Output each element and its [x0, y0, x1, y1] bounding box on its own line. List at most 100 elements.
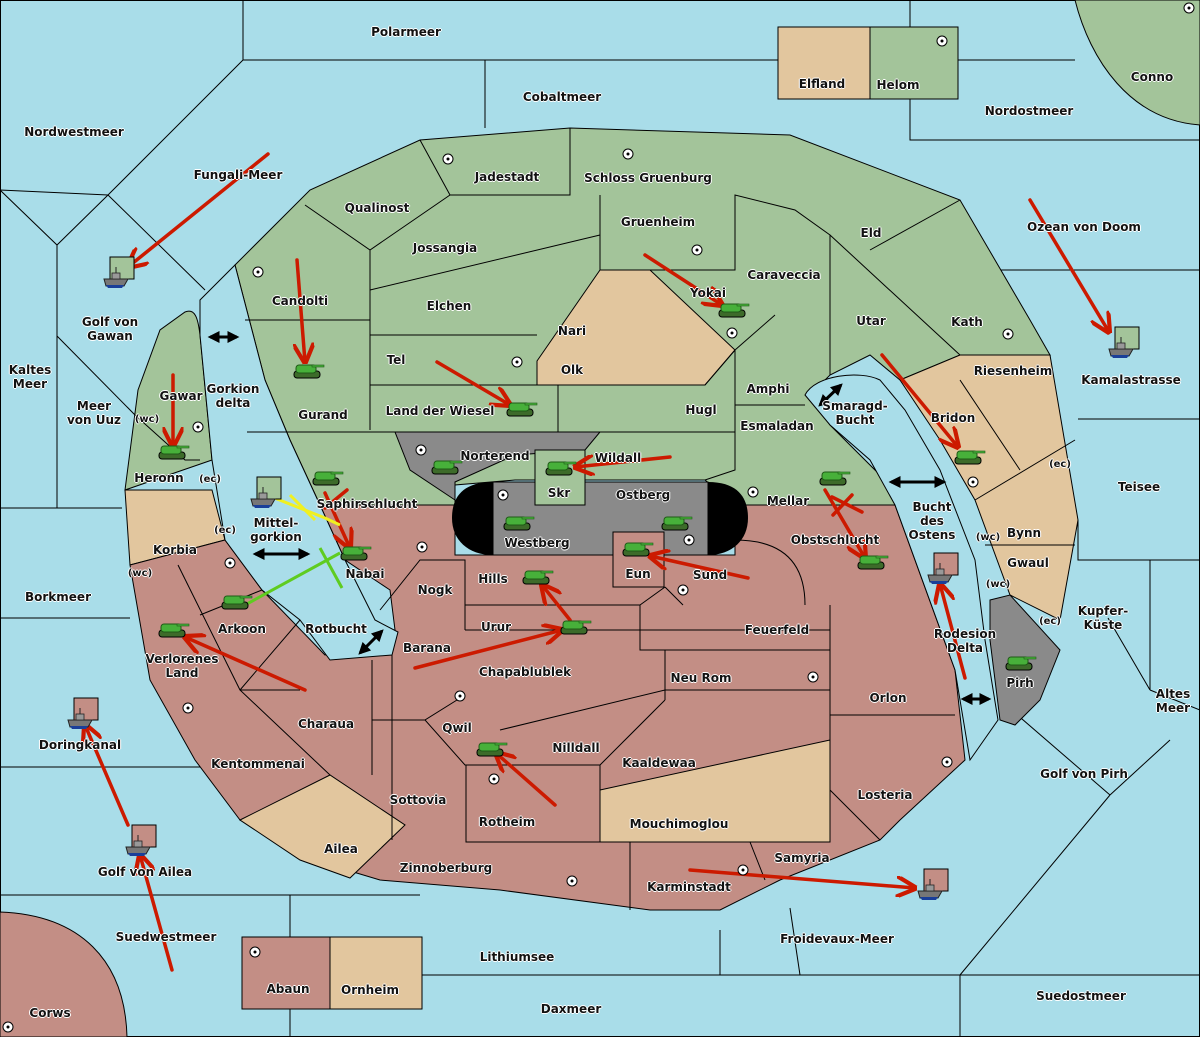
sea-inland-east[interactable] — [804, 374, 999, 762]
army-unit-icon[interactable] — [506, 402, 538, 417]
label-mittel-gorkion: Mittel-gorkion — [250, 516, 302, 544]
supply-center-icon — [182, 702, 194, 714]
supply-center-icon — [936, 35, 948, 47]
army-unit-icon[interactable] — [158, 623, 190, 638]
label-schloss-gruenburg: Schloss Gruenburg — [584, 171, 712, 185]
army-unit-icon[interactable] — [718, 303, 750, 318]
label-candolti: Candolti — [271, 294, 329, 308]
supply-center-icon — [415, 444, 427, 456]
label-westberg: Westberg — [504, 536, 570, 550]
coast-marker: (ec) — [199, 474, 221, 485]
army-unit-icon[interactable] — [340, 546, 372, 561]
supply-center-icon — [967, 476, 979, 488]
army-unit-icon[interactable] — [1005, 656, 1037, 671]
fleet-unit-icon[interactable] — [917, 868, 949, 901]
army-unit-icon[interactable] — [431, 460, 463, 475]
fleet-unit-icon[interactable] — [125, 824, 157, 857]
army-unit-icon[interactable] — [622, 542, 654, 557]
region-abaun[interactable] — [241, 936, 331, 1010]
army-unit-icon[interactable] — [312, 471, 344, 486]
label-bynn: Bynn — [1006, 526, 1042, 540]
region-norterend[interactable] — [394, 431, 602, 501]
region-ornheim[interactable] — [329, 936, 423, 1010]
fleet-unit-icon[interactable] — [250, 476, 282, 509]
label-kupfer-kueste: Kupfer-Küste — [1077, 604, 1129, 632]
label-yokai: Yokai — [689, 286, 727, 300]
label-lithiumsee: Lithiumsee — [479, 950, 555, 964]
fleet-unit-icon[interactable] — [103, 256, 135, 289]
supply-center-icon — [566, 875, 578, 887]
label-nabai: Nabai — [345, 567, 385, 581]
label-kaaldewaa: Kaaldewaa — [622, 756, 696, 770]
label-jossangia: Jossangia — [412, 241, 478, 255]
label-suedwestmeer: Suedwestmeer — [115, 930, 217, 944]
label-daxmeer: Daxmeer — [540, 1002, 602, 1016]
label-golf-von-ailea: Golf von Ailea — [97, 865, 193, 879]
supply-center-icon — [224, 557, 236, 569]
fleet-unit-icon[interactable] — [1108, 326, 1140, 359]
label-nilldall: Nilldall — [552, 741, 600, 755]
region-gawar-heronn[interactable] — [124, 310, 213, 491]
region-east-neutral[interactable] — [899, 354, 1079, 621]
army-unit-icon[interactable] — [158, 445, 190, 460]
label-neu-rom: Neu Rom — [670, 671, 732, 685]
supply-center-icon — [252, 266, 264, 278]
army-unit-icon[interactable] — [661, 516, 693, 531]
label-corws: Corws — [29, 1006, 71, 1020]
sea-inland-west[interactable] — [199, 264, 399, 661]
supply-center-icon — [622, 148, 634, 160]
label-froidevaux-meer: Froidevaux-Meer — [780, 932, 894, 946]
label-esmaladan: Esmaladan — [740, 419, 814, 433]
supply-center-icon — [737, 864, 749, 876]
supply-center-icon — [249, 946, 261, 958]
supply-center-icon — [2, 1021, 14, 1033]
label-zinnoberburg: Zinnoberburg — [399, 861, 493, 875]
label-olk: Olk — [560, 363, 584, 377]
label-barana: Barana — [403, 641, 451, 655]
coast-marker: (wc) — [127, 568, 153, 579]
label-ostberg: Ostberg — [615, 488, 671, 502]
label-utar: Utar — [856, 314, 886, 328]
label-conno: Conno — [1130, 70, 1174, 84]
fleet-unit-icon[interactable] — [67, 697, 99, 730]
supply-center-icon — [683, 534, 695, 546]
label-nordwestmeer: Nordwestmeer — [24, 125, 124, 139]
label-mouchimoglou: Mouchimoglou — [629, 817, 729, 831]
label-feuerfeld: Feuerfeld — [744, 623, 810, 637]
region-conno[interactable] — [1074, 0, 1200, 126]
army-unit-icon[interactable] — [221, 595, 253, 610]
label-arkoon: Arkoon — [218, 622, 266, 636]
label-sund: Sund — [692, 568, 728, 582]
label-cobaltmeer: Cobaltmeer — [522, 90, 602, 104]
army-unit-icon[interactable] — [293, 364, 325, 379]
region-ailea[interactable] — [239, 774, 406, 879]
label-suedostmeer: Suedostmeer — [1036, 989, 1126, 1003]
label-ornheim: Ornheim — [341, 983, 399, 997]
label-eun: Eun — [625, 567, 651, 581]
region-corws[interactable] — [0, 911, 128, 1037]
army-unit-icon[interactable] — [503, 516, 535, 531]
label-kath: Kath — [951, 315, 983, 329]
label-elfland: Elfland — [798, 77, 846, 91]
label-samyria: Samyria — [774, 851, 830, 865]
supply-center-icon — [1183, 2, 1195, 14]
army-unit-icon[interactable] — [545, 461, 577, 476]
army-unit-icon[interactable] — [560, 620, 592, 635]
army-unit-icon[interactable] — [522, 570, 554, 585]
army-unit-icon[interactable] — [476, 742, 508, 757]
label-chapablublek: Chapablublek — [478, 665, 572, 679]
army-unit-icon[interactable] — [819, 471, 851, 486]
army-unit-icon[interactable] — [857, 555, 889, 570]
coast-marker: (wc) — [134, 414, 160, 425]
label-golf-von-pirh: Golf von Pirh — [1040, 767, 1128, 781]
army-unit-icon[interactable] — [954, 450, 986, 465]
fleet-unit-icon[interactable] — [927, 552, 959, 585]
label-qualinost: Qualinost — [344, 201, 410, 215]
label-saphirschlucht: Saphirschlucht — [316, 497, 418, 511]
orders-layer — [85, 152, 1109, 972]
